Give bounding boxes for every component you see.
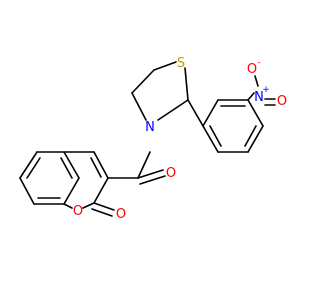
bond-carbonyl-n <box>137 151 151 179</box>
ring-oxygen-atom: O <box>73 204 83 219</box>
atom-labels: S N N + O - O O O O <box>73 56 287 222</box>
bond-c4-c5 <box>131 69 155 94</box>
bond-c5-s <box>153 61 177 71</box>
nitro-nitrogen-charge: + <box>262 85 270 95</box>
bond-benzo-5 <box>63 151 80 179</box>
sulfur-atom: S <box>177 56 185 71</box>
bond-phenyl-3 <box>247 99 264 127</box>
bond-benzo-inner-1 <box>26 157 41 179</box>
bond-phenyl-4 <box>247 125 264 153</box>
bond-carbonyl-o <box>137 169 164 179</box>
bond-phenyl-inner-2 <box>244 125 257 147</box>
bond-phenyl-inner-3 <box>209 125 222 147</box>
lactone-oxygen-atom: O <box>116 207 126 222</box>
bond-o1-c8a <box>63 203 73 209</box>
bond-c3-c2 <box>93 177 109 204</box>
thiazolidine-nitrogen-atom: N <box>145 120 155 135</box>
bond-carbonyl-o-2 <box>139 175 166 185</box>
bond-n-c4 <box>131 92 147 121</box>
bond-c2-n <box>157 99 189 121</box>
bond-c4-c3 <box>93 151 109 179</box>
bond-c2-lactone-o <box>93 202 115 211</box>
molecule-structure: S N N + O - O O O O <box>0 0 300 300</box>
bonds <box>19 61 276 217</box>
canvas-background <box>0 0 300 300</box>
nitro-oxygen-top-atom: O <box>247 62 257 77</box>
bond-s-c2 <box>184 67 189 101</box>
nitro-nitrogen-atom: N <box>254 90 264 105</box>
bond-phenyl-nitro <box>247 92 255 101</box>
bond-nitro-o-top <box>254 75 259 87</box>
bond-phenyl-1 <box>202 99 219 127</box>
bond-benzo-2 <box>19 177 35 205</box>
carbonyl-oxygen-atom: O <box>166 166 176 181</box>
bond-phenyl-6 <box>202 125 219 153</box>
bond-c2-o1 <box>82 202 95 209</box>
bond-benzo-inner-3 <box>60 157 73 179</box>
bond-benzo-1 <box>19 151 38 179</box>
bond-c2-lactone-o-2 <box>91 208 113 217</box>
bond-c2-phenyl <box>187 99 204 127</box>
bond-benzo-4 <box>63 177 80 205</box>
bond-c4-c3-inner <box>90 157 102 178</box>
nitro-oxygen-side-atom: O <box>277 94 287 109</box>
nitro-oxygen-top-charge: - <box>257 58 260 68</box>
